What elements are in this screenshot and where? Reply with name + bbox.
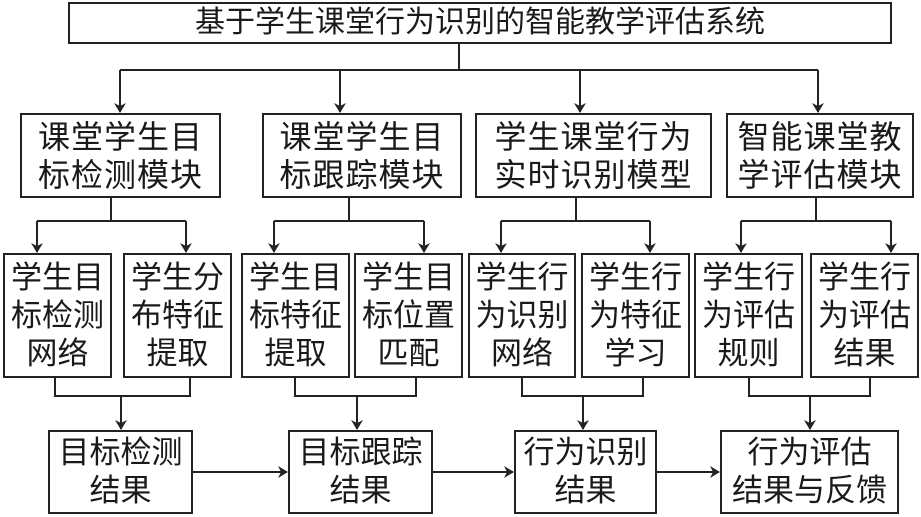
module-label: 学生课堂行为 实时识别模型	[494, 117, 693, 194]
system-title: 基于学生课堂行为识别的智能教学评估系统	[195, 5, 765, 40]
module-box-evaluation: 智能课堂教 学评估模块	[726, 113, 914, 198]
merge-2	[294, 378, 417, 397]
sub-label: 学生目 标检测 网络	[11, 259, 104, 372]
sub-box-detection-network: 学生目 标检测 网络	[3, 253, 112, 378]
module-box-tracking: 课堂学生目 标跟踪模块	[262, 113, 462, 198]
sub-box-target-feature: 学生目 标特征 提取	[241, 253, 350, 378]
sub-label: 学生行 为评估 规则	[702, 259, 795, 372]
module-box-recognition: 学生课堂行为 实时识别模型	[475, 113, 712, 198]
merge-4	[748, 378, 871, 397]
sub-box-evaluation-results: 学生行 为评估 结果	[810, 253, 919, 378]
result-label: 目标检测 结果	[58, 435, 183, 509]
module-box-detection: 课堂学生目 标检测模块	[20, 113, 221, 198]
sub-box-recognition-network: 学生行 为识别 网络	[468, 253, 576, 378]
module-label: 智能课堂教 学评估模块	[737, 117, 903, 194]
result-label: 行为识别 结果	[523, 435, 648, 509]
sub-label: 学生目 标位置 匹配	[362, 259, 455, 372]
system-title-box: 基于学生课堂行为识别的智能教学评估系统	[68, 2, 892, 44]
sub-box-feature-learning: 学生行 为特征 学习	[581, 253, 690, 378]
sub-label: 学生目 标特征 提取	[249, 259, 342, 372]
sub-label: 学生行 为评估 结果	[818, 259, 911, 372]
sub-label: 学生分 布特征 提取	[131, 259, 224, 372]
sub-label: 学生行 为特征 学习	[589, 259, 682, 372]
sub-box-distribution-feature: 学生分 布特征 提取	[123, 253, 232, 378]
result-box-tracking: 目标跟踪 结果	[288, 430, 433, 514]
result-box-recognition: 行为识别 结果	[514, 430, 657, 514]
merge-1	[54, 378, 191, 397]
module-label: 课堂学生目 标跟踪模块	[279, 117, 445, 194]
sub-box-evaluation-rules: 学生行 为评估 规则	[694, 253, 803, 378]
result-box-evaluation-feedback: 行为评估 结果与反馈	[720, 430, 899, 514]
result-label: 目标跟踪 结果	[298, 435, 423, 509]
sub-label: 学生行 为识别 网络	[475, 259, 569, 372]
sub-box-position-matching: 学生目 标位置 匹配	[354, 253, 463, 378]
result-label: 行为评估 结果与反馈	[732, 435, 887, 509]
merge-3	[521, 378, 644, 397]
result-box-detection: 目标检测 结果	[48, 430, 193, 514]
module-label: 课堂学生目 标检测模块	[37, 117, 203, 194]
